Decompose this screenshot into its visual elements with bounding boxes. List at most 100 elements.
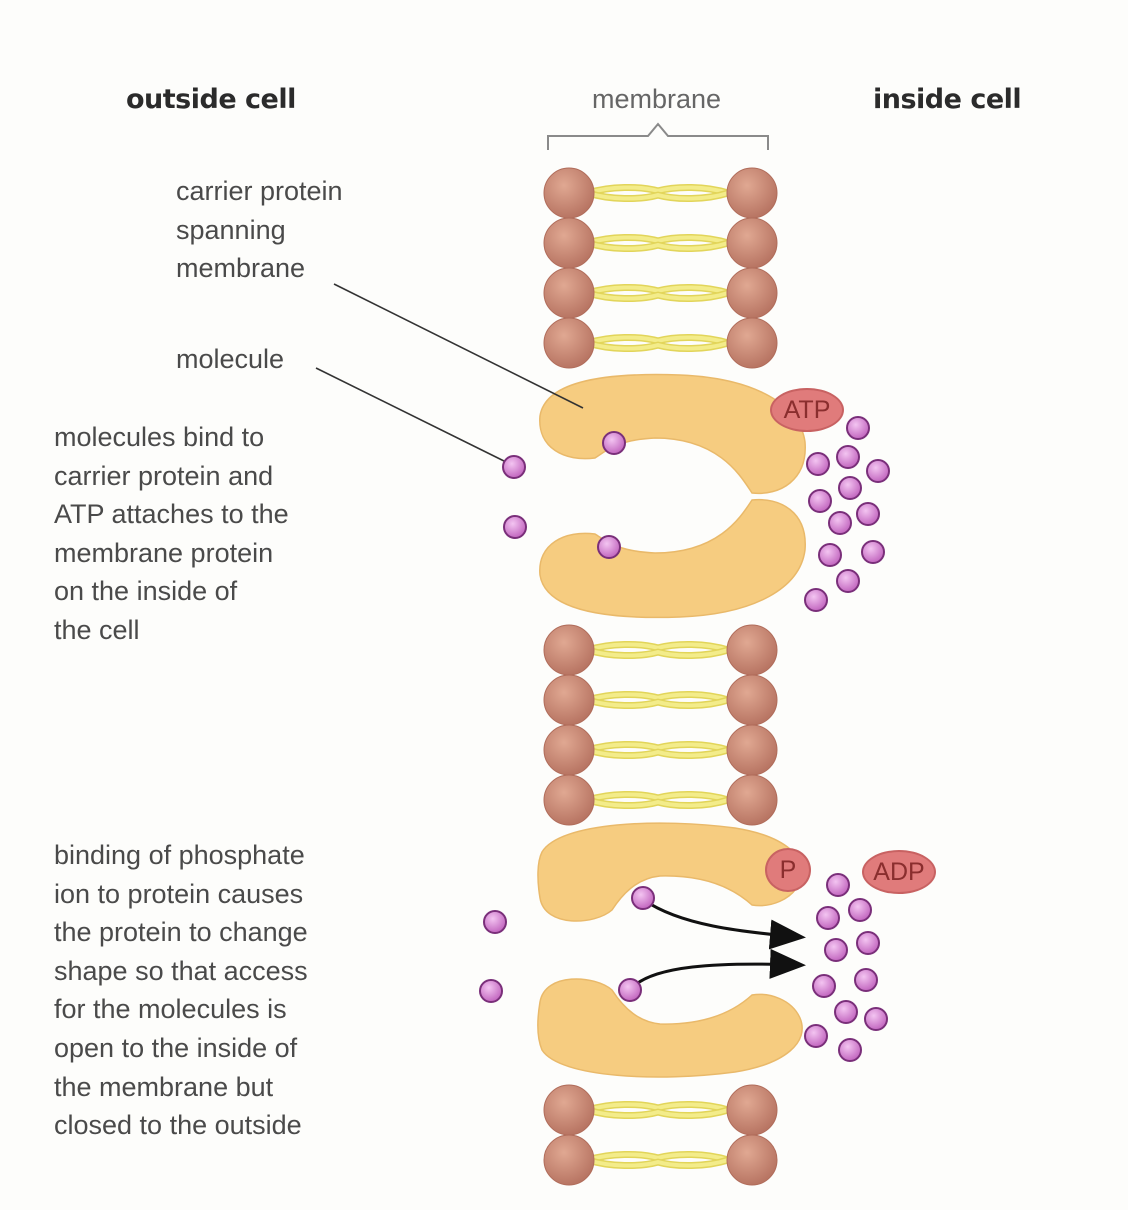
molecule-pointer-line: [315, 367, 507, 463]
label-line: carrier protein and: [54, 460, 274, 491]
lipid-tail: [586, 191, 730, 201]
molecule: [804, 1024, 828, 1048]
phospholipid-head: [726, 317, 778, 369]
phospholipid-head: [726, 1134, 778, 1186]
molecule: [836, 445, 860, 469]
phospholipid-head: [543, 1084, 595, 1136]
step2-description: binding of phosphate ion to protein caus…: [54, 836, 308, 1145]
molecule: [479, 979, 503, 1003]
molecule: [828, 511, 852, 535]
phospholipid-pair: [543, 217, 778, 269]
phospholipid-head: [543, 724, 595, 776]
molecule: [864, 1007, 888, 1031]
molecule: [866, 459, 890, 483]
molecule: [861, 540, 885, 564]
molecule: [854, 968, 878, 992]
phospholipid-pair: [543, 774, 778, 826]
molecule: [602, 431, 626, 455]
molecule: [836, 569, 860, 593]
lipid-tail: [586, 235, 730, 245]
phospholipid-pair: [543, 317, 778, 369]
molecule: [826, 873, 850, 897]
lipid-tail: [586, 1152, 730, 1162]
phospholipid-head: [543, 774, 595, 826]
label-line: molecules bind to: [54, 422, 265, 452]
phospholipid-pair: [543, 1084, 778, 1136]
carrier-protein-label: carrier protein spanning membrane: [176, 172, 343, 288]
label-line: shape so that access: [54, 955, 308, 986]
molecule: [806, 452, 830, 476]
inside-cell-header: inside cell: [873, 84, 1022, 115]
phospholipid-head: [543, 267, 595, 319]
phospholipid-head: [543, 167, 595, 219]
phospholipid-pair: [543, 724, 778, 776]
carrier-protein-lower: [539, 498, 806, 619]
phospholipid-head: [726, 724, 778, 776]
molecule: [502, 455, 526, 479]
molecule: [846, 416, 870, 440]
label-line: carrier protein: [176, 176, 343, 206]
phospholipid-pair: [543, 624, 778, 676]
label-line: binding of phosphate: [54, 840, 305, 870]
transport-arrow-upper: [643, 898, 806, 950]
lipid-tail: [586, 798, 730, 808]
membrane-bracket: [547, 122, 769, 150]
phospholipid-head: [726, 217, 778, 269]
label-line: molecule: [176, 344, 285, 374]
phospholipid-pair: [543, 674, 778, 726]
phospholipid-pair: [543, 1134, 778, 1186]
lipid-tail: [586, 1102, 730, 1112]
molecule: [838, 476, 862, 500]
molecule: [618, 978, 642, 1002]
molecule: [631, 886, 655, 910]
lipid-tail: [586, 742, 730, 752]
carrier-protein-upper: [539, 373, 806, 495]
lipid-tail: [586, 241, 730, 251]
phospholipid-head: [726, 774, 778, 826]
molecule: [812, 974, 836, 998]
molecule: [503, 515, 527, 539]
molecule: [816, 906, 840, 930]
label-line: ion to protein causes: [54, 878, 304, 909]
molecule: [483, 910, 507, 934]
label-line: membrane: [176, 253, 306, 284]
label-line: for the molecules is: [54, 994, 287, 1025]
lipid-tail: [586, 1158, 730, 1168]
phospholipid-head: [543, 1134, 595, 1186]
molecule: [856, 502, 880, 526]
lipid-tail: [586, 335, 730, 345]
molecule: [818, 543, 842, 567]
phospholipid-head: [726, 624, 778, 676]
phospholipid-head: [726, 674, 778, 726]
carrier-protein-lower: [537, 978, 803, 1078]
atp-chip: ATP: [770, 388, 844, 432]
step1-description: molecules bind to carrier protein and AT…: [54, 418, 289, 650]
carrier-protein-state1: [539, 373, 806, 619]
phospholipid-pair: [543, 267, 778, 319]
label-line: the protein to change: [54, 917, 308, 948]
transport-arrow-lower: [628, 948, 806, 991]
molecule: [856, 931, 880, 955]
lipid-tail: [586, 648, 730, 658]
molecule-label: molecule: [176, 340, 284, 379]
membrane-header: membrane: [592, 84, 722, 114]
molecule: [597, 535, 621, 559]
label-line: ATP attaches to the: [54, 499, 289, 530]
molecule: [848, 898, 872, 922]
molecule: [834, 1000, 858, 1024]
phospholipid-head: [543, 217, 595, 269]
lipid-tail: [586, 341, 730, 351]
lipid-tail: [586, 185, 730, 195]
carrier-pointer-line: [333, 283, 584, 409]
phospholipid-head: [543, 624, 595, 676]
phospholipid-pair: [543, 167, 778, 219]
label-line: the membrane but: [54, 1071, 274, 1102]
lipid-tail: [586, 1108, 730, 1118]
molecule: [808, 489, 832, 513]
label-line: the cell: [54, 614, 140, 645]
label-line: on the inside of: [54, 576, 238, 607]
molecule: [824, 938, 848, 962]
lipid-tail: [586, 642, 730, 652]
